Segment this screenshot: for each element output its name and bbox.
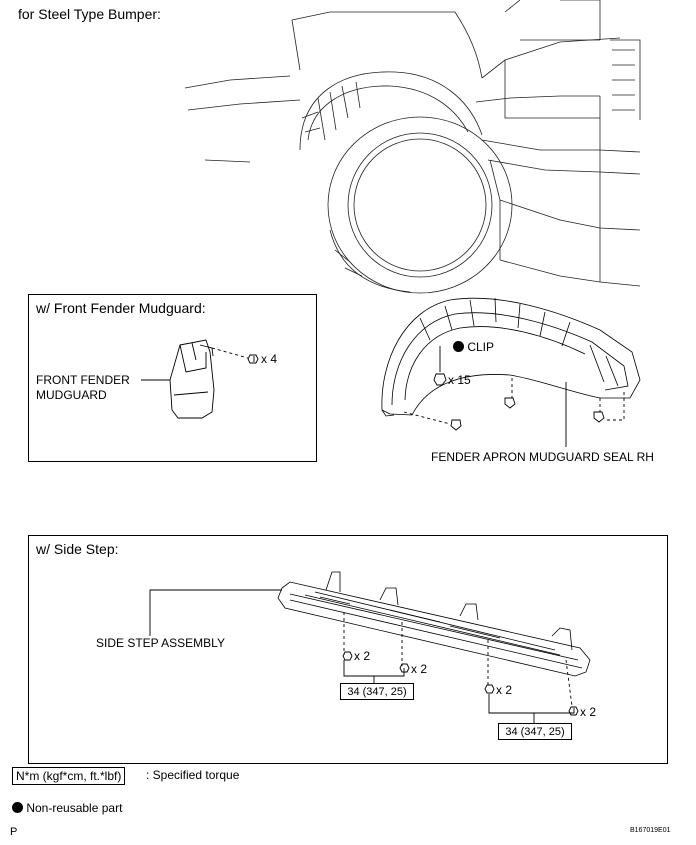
vehicle-front-illustration xyxy=(184,0,641,294)
mudguard-panel-title: w/ Front Fender Mudguard: xyxy=(36,300,206,316)
torque-spec-box-2: 34 (347, 25) xyxy=(498,723,572,740)
mudguard-panel xyxy=(28,294,317,462)
page-title: for Steel Type Bumper: xyxy=(18,6,161,22)
clip-qty: x 15 xyxy=(448,373,471,387)
clip-guide-4 xyxy=(604,392,625,421)
mudguard-bolt-icon xyxy=(247,354,259,364)
clip-icon xyxy=(433,373,605,431)
clip-label-text: CLIP xyxy=(467,340,495,354)
side-step-qty-4: x 2 xyxy=(580,705,597,719)
side-step-qty-2: x 2 xyxy=(411,662,428,676)
side-step-label: SIDE STEP ASSEMBLY xyxy=(96,636,225,650)
mudguard-label-line1: FRONT FENDER xyxy=(36,373,130,387)
nonreusable-legend: Non-reusable part xyxy=(12,801,122,815)
non-reusable-dot-icon xyxy=(453,341,464,352)
side-step-assembly-shape xyxy=(277,571,591,677)
non-reusable-dot-icon xyxy=(12,802,23,813)
side-step-panel xyxy=(28,535,668,764)
side-step-qty-1: x 2 xyxy=(354,649,371,663)
mudguard-qty: x 4 xyxy=(261,352,278,366)
nonreusable-legend-text: Non-reusable part xyxy=(26,801,123,815)
page-marker: P xyxy=(10,826,18,838)
clip-label: CLIP xyxy=(453,340,494,354)
mudguard-bolt-guide xyxy=(211,347,249,359)
side-step-bolt-icon xyxy=(342,651,579,716)
torque-legend-text: : Specified torque xyxy=(146,768,240,782)
side-step-panel-title: w/ Side Step: xyxy=(36,541,119,557)
torque-spec-box-1: 34 (347, 25) xyxy=(340,683,414,700)
clip-guide-1 xyxy=(403,411,451,425)
side-step-qty-3: x 2 xyxy=(496,683,513,697)
figure-id: B167019E01 xyxy=(630,827,671,834)
fender-seal-label: FENDER APRON MUDGUARD SEAL RH xyxy=(431,450,654,464)
mudguard-label-line2: MUDGUARD xyxy=(36,388,107,402)
side-step-label-leader xyxy=(149,589,282,636)
fender-apron-seal-shape xyxy=(381,297,641,417)
torque-unit-legend-box: N*m (kgf*cm, ft.*lbf) xyxy=(12,767,126,785)
side-step-bolt-guides xyxy=(343,612,573,707)
